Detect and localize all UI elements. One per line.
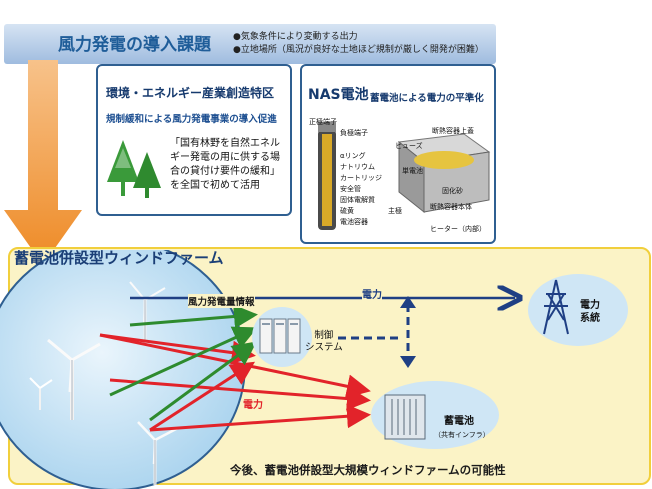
farm-footer: 今後、蓄電池併設型大規模ウィンドファームの可能性 [230,463,506,477]
power-grid-icon [528,274,628,346]
nas-title: NAS電池 [308,87,369,103]
control-system-icon [252,307,312,367]
nas-label-body: 断熱容器本体 [430,203,472,211]
special-zone-quote: 「国有林野を自然エネル ギー発電の用に供する場 合の貸付け要件の緩和」 を全国で… [170,138,280,191]
issues-banner [4,24,496,64]
special-zone-box [96,64,292,216]
battery-icon [371,381,499,449]
nas-label-heater: ヒーター（内部） [430,225,486,233]
battery-sublabel: （共有インフラ） [434,431,490,439]
special-zone-title: 環境・エネルギー産業創造特区 [106,86,275,100]
nas-label-top-lid: 断熱容器上蓋 [432,127,474,135]
nas-label-main-pole: 主極 [388,207,402,215]
nas-subtitle: 蓄電池による電力の平準化 [370,93,484,104]
banner-note-output: ●気象条件により変動する出力 [233,32,358,42]
down-arrow [4,60,82,265]
banner-title: 風力発電の導入課題 [58,35,211,55]
label-power-mid: 電力 [243,396,263,411]
banner-note-location: ●立地場所（風況が良好な土地ほど規制が厳しく開発が困難） [233,45,484,55]
nas-label-fuse: ヒューズ [395,142,423,150]
special-zone-subtitle: 規制緩和による風力発電事業の導入促進 [106,114,277,125]
label-power-top: 電力 [362,286,382,301]
power-grid-label: 電力 系統 [580,300,600,324]
nas-cell-labels-right: 負極端子 αリング ナトリウム カートリッジ 安全管 固体電解質 硫黄 電池容器 [340,129,382,226]
nas-label-cell: 単電池 [402,167,423,175]
control-system-label: 制御 システム [305,330,343,353]
farm-title: 蓄電池併設型ウィンドファーム [14,249,224,267]
forest-icon [107,140,161,198]
nas-cell-labels: 正極端子 [309,118,337,126]
label-wind-info: 風力発電量情報 [188,294,255,308]
nas-illustration [318,122,491,230]
nas-label-sand: 固化砂 [442,187,463,195]
battery-label: 蓄電池 [444,416,474,427]
